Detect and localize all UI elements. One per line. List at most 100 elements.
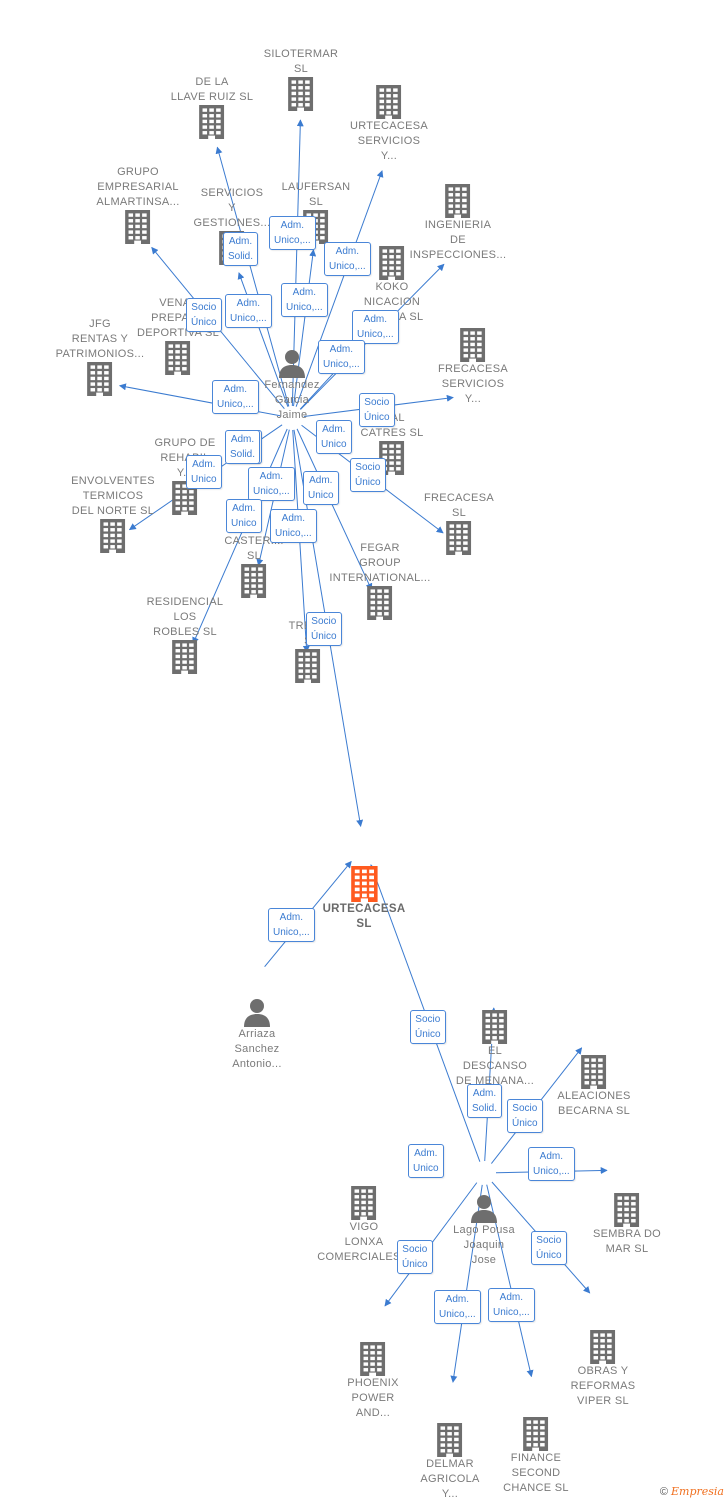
node-descanso[interactable]: EL DESCANSO DE MENANA... xyxy=(435,1010,555,1089)
building-icon xyxy=(118,341,238,375)
node-label: FEGAR GROUP INTERNATIONAL... xyxy=(329,542,431,584)
building-icon xyxy=(53,519,173,553)
role-badge[interactable]: Socio Único xyxy=(359,393,395,427)
role-badge[interactable]: Adm. Unico xyxy=(303,471,339,505)
building-icon xyxy=(329,85,449,119)
node-label: JFG RENTAS Y PATRIMONIOS... xyxy=(55,318,145,360)
role-badge[interactable]: Socio Único xyxy=(410,1010,446,1044)
role-badge[interactable]: Socio Único xyxy=(350,458,386,492)
footer: © Empresia xyxy=(660,1485,724,1498)
node-llave[interactable]: DE LA LLAVE RUIZ SL xyxy=(152,75,272,139)
node-lago[interactable]: Lago Pousa Joaquin Jose xyxy=(424,1193,544,1268)
node-finance[interactable]: FINANCE SECOND CHANCE SL xyxy=(476,1417,596,1496)
brand-logo[interactable]: Empresia xyxy=(671,1485,724,1498)
person-icon xyxy=(232,348,352,378)
role-badge[interactable]: Adm. Unico,... xyxy=(269,216,316,250)
copyright-mark: © xyxy=(659,1486,668,1498)
role-badge[interactable]: Socio Único xyxy=(507,1099,543,1133)
node-vigo[interactable]: VIGO LONXA COMERCIALES... xyxy=(304,1186,424,1265)
role-badge[interactable]: Socio Único xyxy=(186,298,222,332)
edge-fernandez-to-laufersan xyxy=(293,249,317,407)
node-obras[interactable]: OBRAS Y REFORMAS VIPER SL xyxy=(543,1330,663,1409)
role-badge[interactable]: Adm. Solid. xyxy=(225,430,261,464)
person-icon xyxy=(197,997,317,1027)
building-icon xyxy=(152,105,272,139)
role-badge[interactable]: Socio Único xyxy=(397,1240,433,1274)
node-residencial[interactable]: RESIDENCIAL LOS ROBLES SL xyxy=(125,595,245,674)
building-icon xyxy=(241,77,361,111)
role-badge[interactable]: Adm. Unico,... xyxy=(434,1290,481,1324)
node-fegar[interactable]: FEGAR GROUP INTERNATIONAL... xyxy=(320,541,440,620)
role-badge[interactable]: Adm. Solid. xyxy=(467,1084,503,1118)
person-icon xyxy=(424,1193,544,1223)
role-badge[interactable]: Adm. Unico,... xyxy=(352,310,399,344)
node-laufersan[interactable]: LAUFERSAN SL xyxy=(256,180,376,244)
node-label: Arriaza Sanchez Antonio... xyxy=(232,1028,282,1070)
node-label: FRECACESA SERVICIOS Y... xyxy=(438,363,508,405)
node-label: INGENIERIA DE INSPECCIONES... xyxy=(409,219,507,261)
node-frecacesa[interactable]: FRECACESA SL xyxy=(399,491,519,555)
node-delmar[interactable]: DELMAR AGRICOLA Y... xyxy=(390,1423,510,1502)
node-sembra[interactable]: SEMBRA DO MAR SL xyxy=(567,1193,687,1257)
node-phoenix[interactable]: PHOENIX POWER AND... xyxy=(313,1342,433,1421)
node-ingenieria[interactable]: INGENIERIA DE INSPECCIONES... xyxy=(398,184,518,263)
role-badge[interactable]: Adm. Unico xyxy=(408,1144,444,1178)
node-label: OBRAS Y REFORMAS VIPER SL xyxy=(570,1365,636,1407)
node-silotermar[interactable]: SILOTERMAR SL xyxy=(241,47,361,111)
node-label: SEMBRA DO MAR SL xyxy=(592,1228,662,1255)
node-envolventes[interactable]: ENVOLVENTES TERMICOS DEL NORTE SL xyxy=(53,474,173,553)
role-badge[interactable]: Adm. Unico,... xyxy=(212,380,259,414)
edge-fernandez-to-llave xyxy=(215,146,290,407)
node-urtecacesa_serv[interactable]: URTECACESA SERVICIOS Y... xyxy=(329,85,449,164)
role-badge[interactable]: Socio Único xyxy=(531,1231,567,1265)
node-koko[interactable]: KOKO NICACION IBERICA SL xyxy=(332,246,452,325)
node-grupo_emp[interactable]: GRUPO EMPRESARIAL ALMARTINSA... xyxy=(78,165,198,244)
node-arriaza[interactable]: Arriaza Sanchez Antonio... xyxy=(197,997,317,1072)
building-icon xyxy=(476,1417,596,1451)
role-badge[interactable]: Adm. Solid. xyxy=(223,232,259,266)
node-label: ENVOLVENTES TERMICOS DEL NORTE SL xyxy=(71,475,155,517)
node-urtecacesa[interactable]: URTECACESA SL xyxy=(304,866,424,932)
building-icon xyxy=(248,649,368,683)
node-label: Fernandez Garcia Jaime xyxy=(264,379,320,421)
building-icon xyxy=(194,564,314,598)
role-badge[interactable]: Adm. Unico,... xyxy=(248,467,295,501)
node-frecacesa_serv[interactable]: FRECACESA SERVICIOS Y... xyxy=(413,328,533,407)
building-icon xyxy=(534,1055,654,1089)
node-label: SILOTERMAR SL xyxy=(263,48,339,75)
node-label: LAUFERSAN SL xyxy=(281,181,351,208)
building-icon xyxy=(304,866,424,902)
building-icon xyxy=(313,1342,433,1376)
node-aleaciones[interactable]: ALEACIONES BECARNA SL xyxy=(534,1055,654,1119)
role-badge[interactable]: Adm. Unico xyxy=(316,420,352,454)
role-badge[interactable]: Socio Único xyxy=(306,612,342,646)
node-label: SERVICIOS Y GESTIONES... xyxy=(193,187,271,229)
building-icon xyxy=(40,362,160,396)
edge-fernandez-to-urtecacesa_serv xyxy=(295,170,384,407)
role-badge[interactable]: Adm. Unico xyxy=(186,455,222,489)
node-label: FRECACESA SL xyxy=(424,492,494,519)
role-badge[interactable]: Adm. Unico,... xyxy=(270,509,317,543)
role-badge[interactable]: Adm. Unico,... xyxy=(225,294,272,328)
node-label: ALEACIONES BECARNA SL xyxy=(557,1090,631,1117)
role-badge[interactable]: Adm. Unico,... xyxy=(268,908,315,942)
edge-fernandez-to-residencial xyxy=(192,428,288,645)
building-icon xyxy=(78,210,198,244)
role-badge[interactable]: Adm. Unico xyxy=(226,499,262,533)
node-jfg[interactable]: JFG RENTAS Y PATRIMONIOS... xyxy=(40,317,160,396)
node-label: DELMAR AGRICOLA Y... xyxy=(420,1458,480,1500)
node-label: Lago Pousa Joaquin Jose xyxy=(453,1224,515,1266)
role-badge[interactable]: Adm. Unico,... xyxy=(488,1288,535,1322)
edge-fernandez-to-fegar xyxy=(296,428,373,591)
building-icon xyxy=(435,1010,555,1044)
node-fernandez[interactable]: Fernandez Garcia Jaime xyxy=(232,348,352,423)
role-badge[interactable]: Adm. Unico,... xyxy=(281,283,328,317)
node-casterim[interactable]: CASTERIM SL xyxy=(194,534,314,598)
building-icon xyxy=(125,640,245,674)
node-label: URTECACESA SL xyxy=(322,903,406,930)
role-badge[interactable]: Adm. Unico,... xyxy=(318,340,365,374)
role-badge[interactable]: Adm. Unico,... xyxy=(324,242,371,276)
node-label: URTECACESA SERVICIOS Y... xyxy=(350,120,428,162)
building-icon xyxy=(304,1186,424,1220)
role-badge[interactable]: Adm. Unico,... xyxy=(528,1147,575,1181)
